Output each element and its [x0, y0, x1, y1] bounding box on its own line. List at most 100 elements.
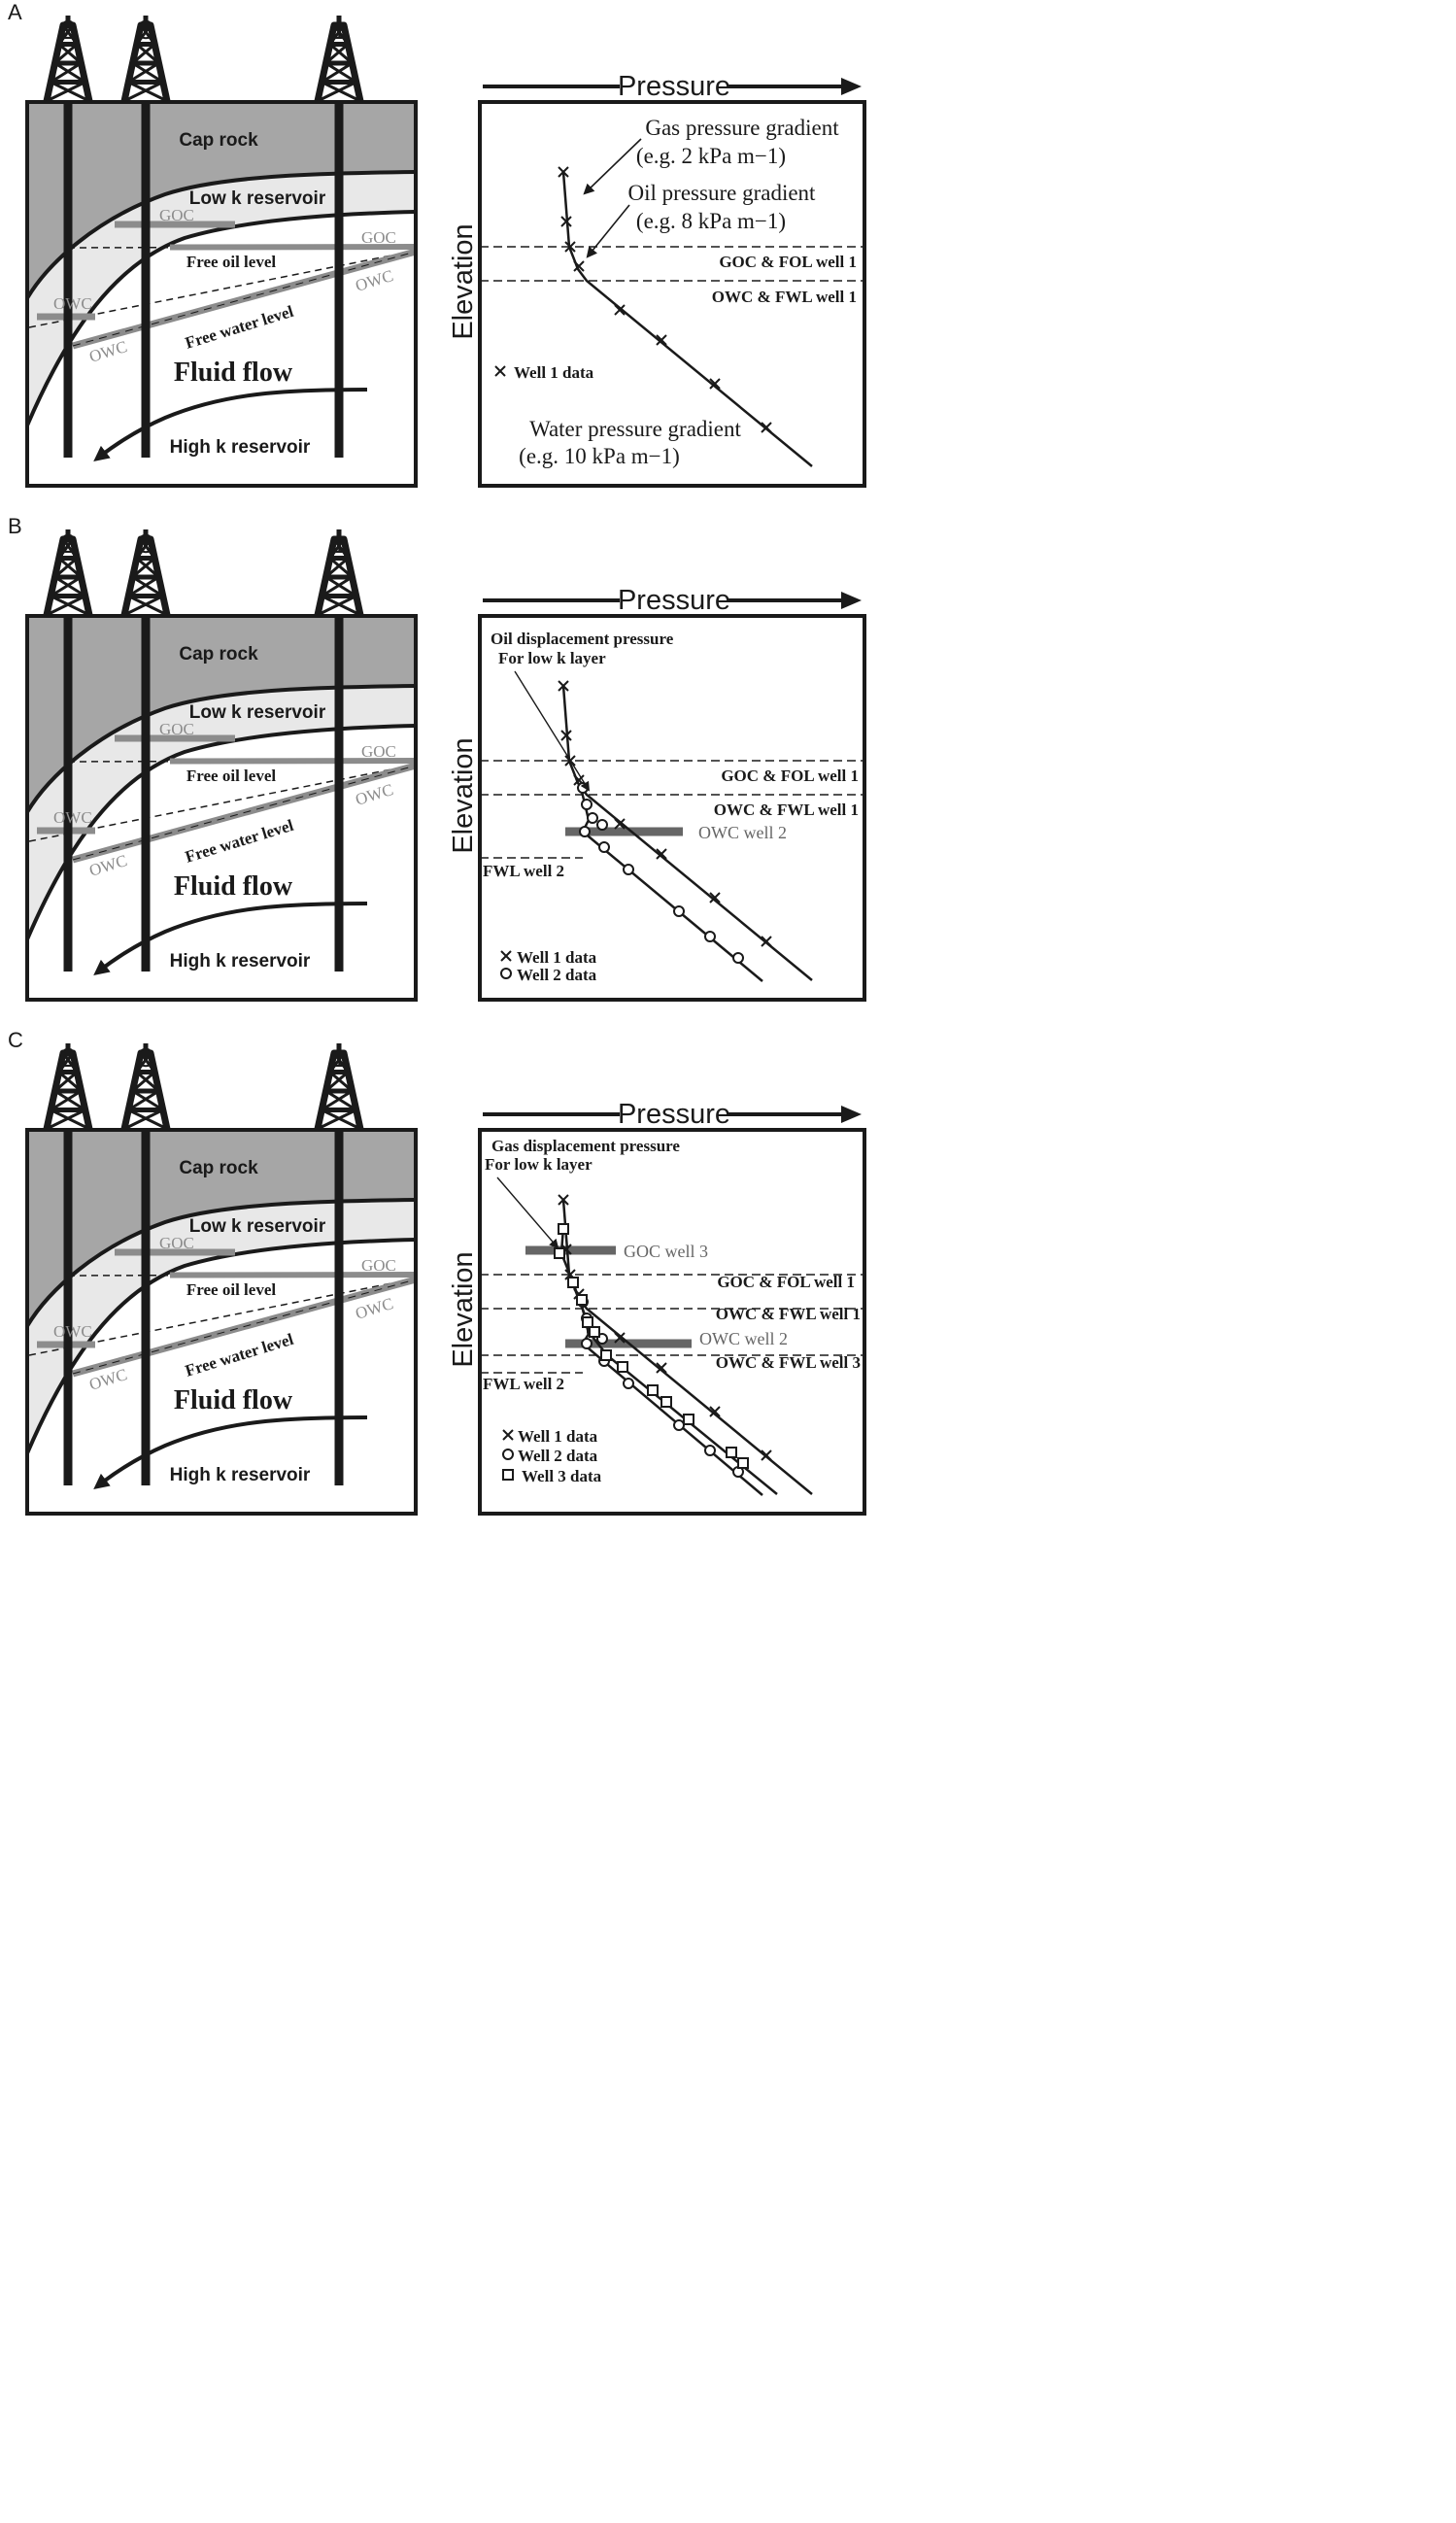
derrick-brace [61, 24, 79, 46]
derrick-brace [131, 61, 164, 84]
derrick-brace [135, 538, 152, 560]
high-k-reservoir-label: High k reservoir [170, 437, 311, 458]
cap-rock-label: Cap rock [179, 130, 258, 151]
gas-gradient-pointer [583, 138, 642, 195]
well-1-data-point [614, 304, 626, 316]
owc-fwl-label: OWC & FWL well 1 [714, 801, 859, 819]
displacement-pressure-label: Oil displacement pressure [491, 630, 674, 648]
derrick-brace [131, 557, 156, 579]
well-2-data-point [581, 799, 593, 810]
displacement-pointer [496, 1176, 559, 1249]
well-1-data-point [656, 848, 667, 860]
derrick-brace [321, 1089, 354, 1111]
legend-well-2: Well 2 data [517, 966, 597, 984]
derrick-brace [61, 538, 79, 560]
free-oil-level-label: Free oil level [186, 767, 276, 785]
well-1-data-point [614, 1332, 626, 1344]
fluid-flow-label: Fluid flow [174, 358, 293, 388]
derrick-brace [46, 81, 86, 103]
derrick-brace [57, 24, 75, 46]
well-1-data-point [656, 1362, 667, 1374]
pressure-axis-label: Pressure [618, 585, 730, 616]
derrick-brace [328, 24, 346, 46]
owc-fwl-label: OWC & FWL well 1 [712, 288, 857, 306]
derrick-brace [123, 1108, 164, 1131]
water-gradient-example: (e.g. 10 kPa m−1) [519, 444, 680, 468]
fluid-flow-label: Fluid flow [174, 1385, 293, 1415]
well-3-data-point [660, 1396, 672, 1408]
goc-right-bar [169, 1272, 417, 1279]
cross-stroke [573, 260, 585, 272]
drilling-rig-icon [43, 529, 93, 617]
derrick-brace [131, 43, 156, 65]
well-3-data-point [647, 1384, 659, 1396]
derrick-brace [135, 557, 160, 579]
well-3-data-point [600, 1349, 612, 1361]
rig-label-1: 1 [331, 1042, 347, 1073]
cross-stroke [709, 892, 721, 904]
well-1-data-point [560, 730, 572, 741]
derrick-brace [332, 1052, 350, 1074]
pressure-axis-arrowhead [841, 1106, 862, 1123]
pressure-axis-label: Pressure [618, 71, 730, 102]
cap-rock-label: Cap rock [179, 644, 258, 665]
derrick-brace [53, 575, 86, 597]
derrick-brace [127, 575, 160, 597]
cross-stroke [656, 848, 667, 860]
well-2-data-point [596, 819, 608, 831]
fluid-flow-arrow [93, 388, 368, 461]
section-frame [25, 1128, 418, 1516]
derrick-brace [53, 43, 79, 65]
drilling-rig-icon [314, 529, 364, 617]
cross-stroke [558, 1194, 569, 1206]
section-frame [25, 100, 418, 488]
pressure-axis-label: Pressure [618, 1099, 730, 1130]
derrick-brace [324, 557, 350, 579]
cap-rock-zone [27, 616, 416, 812]
drilling-rig-icon [314, 16, 364, 103]
derrick-brace [135, 1052, 152, 1074]
rig-label-3: 3 [138, 528, 153, 559]
derrick-brace [324, 61, 357, 84]
well-1-data-point [560, 216, 572, 227]
well-1-data-point [709, 378, 721, 390]
well-1-data-point [558, 680, 569, 692]
well-3-data-point [502, 1469, 514, 1481]
owc-left-label: OWC [53, 1322, 92, 1341]
plot-frame [478, 614, 866, 1002]
elevation-axis-label: Elevation [448, 223, 479, 339]
fluid-flow-arrow [93, 902, 368, 975]
cross-stroke [656, 1362, 667, 1374]
derrick-brace [321, 575, 354, 597]
goc-fol-label: GOC & FOL well 1 [721, 767, 859, 785]
oil-gradient-pointer [586, 204, 630, 258]
goc-right-label: GOC [361, 228, 396, 247]
owc-fwl-well-1-label: OWC & FWL well 1 [716, 1305, 861, 1323]
gas-gradient-label: Gas pressure gradient [645, 116, 839, 140]
derrick-brace [135, 1071, 160, 1093]
derrick-brace [61, 1052, 79, 1074]
derrick-brace [332, 24, 350, 46]
drilling-rig-icon [314, 1043, 364, 1131]
well-3-data-point [558, 1223, 569, 1235]
section-frame [25, 614, 418, 1002]
goc-right-label: GOC [361, 742, 396, 761]
water-gradient-label: Water pressure gradient [529, 417, 741, 441]
well-3-data-point [582, 1316, 593, 1328]
oil-gradient-example: (e.g. 8 kPa m−1) [636, 209, 786, 233]
goc-fol-label: GOC & FOL well 1 [717, 1273, 855, 1291]
owc-fwl-well-3-label: OWC & FWL well 3 [716, 1353, 861, 1372]
derrick-brace [57, 43, 83, 65]
derrick-brace [127, 1089, 160, 1111]
well-2-data-point [673, 1419, 685, 1431]
well-1-data-point [558, 166, 569, 178]
well-3-data-point [617, 1361, 628, 1373]
well-2-data-point [732, 952, 744, 964]
legend-well-2: Well 2 data [518, 1447, 598, 1465]
drilling-rig-icon [43, 16, 93, 103]
derrick-brace [135, 24, 152, 46]
well-1-data-point [502, 1429, 514, 1441]
derrick-brace [57, 557, 83, 579]
